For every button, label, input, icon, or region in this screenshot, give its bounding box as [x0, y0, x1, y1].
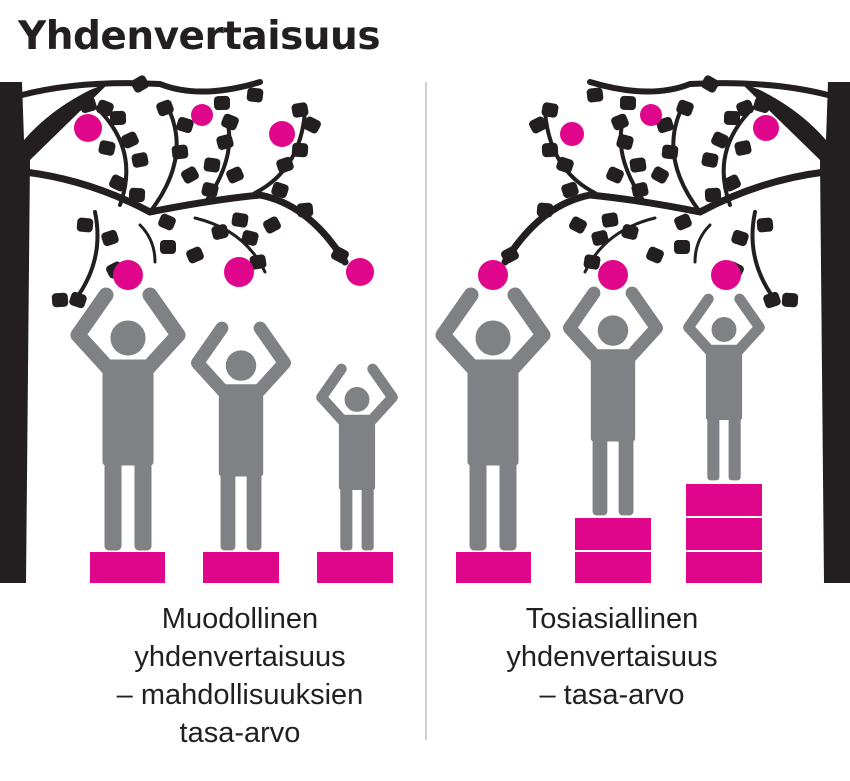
caption-line: tasa-arvo [179, 717, 301, 749]
caption-line: Muodollinen [161, 603, 319, 635]
caption-line: – mahdollisuuksien [116, 679, 364, 711]
box [686, 552, 762, 583]
box [686, 484, 762, 516]
caption-line: yhdenvertaisuus [134, 641, 346, 673]
caption-line: yhdenvertaisuus [506, 641, 718, 673]
caption-formal-equality: Muodollinen yhdenvertaisuus – mahdollisu… [70, 600, 410, 752]
apple [711, 260, 741, 290]
box [686, 518, 762, 550]
person-short [689, 299, 760, 480]
caption-line: – tasa-arvo [539, 679, 685, 711]
person-medium [570, 293, 657, 515]
box [575, 518, 651, 550]
apple [346, 258, 374, 286]
apple [753, 115, 779, 141]
apple [113, 260, 143, 290]
box [456, 552, 531, 583]
apples [74, 104, 779, 290]
tree-right [500, 74, 850, 583]
person-short [322, 369, 393, 550]
person-medium [198, 328, 285, 550]
apple [191, 104, 213, 126]
apple [598, 260, 628, 290]
box [317, 552, 393, 583]
apple [560, 122, 584, 146]
box [203, 552, 279, 583]
page-title: Yhdenvertaisuus [18, 14, 381, 59]
apple [640, 104, 662, 126]
apple [74, 114, 102, 142]
caption-line: Tosiasiallinen [525, 603, 699, 635]
box [575, 552, 651, 583]
apple [478, 260, 508, 290]
person-tall [78, 295, 178, 550]
people [78, 293, 760, 550]
boxes [90, 484, 762, 583]
apple [224, 257, 254, 287]
caption-substantive-equality: Tosiasiallinen yhdenvertaisuus – tasa-ar… [442, 600, 782, 714]
box [90, 552, 165, 583]
person-tall [443, 295, 543, 550]
apple [269, 121, 295, 147]
